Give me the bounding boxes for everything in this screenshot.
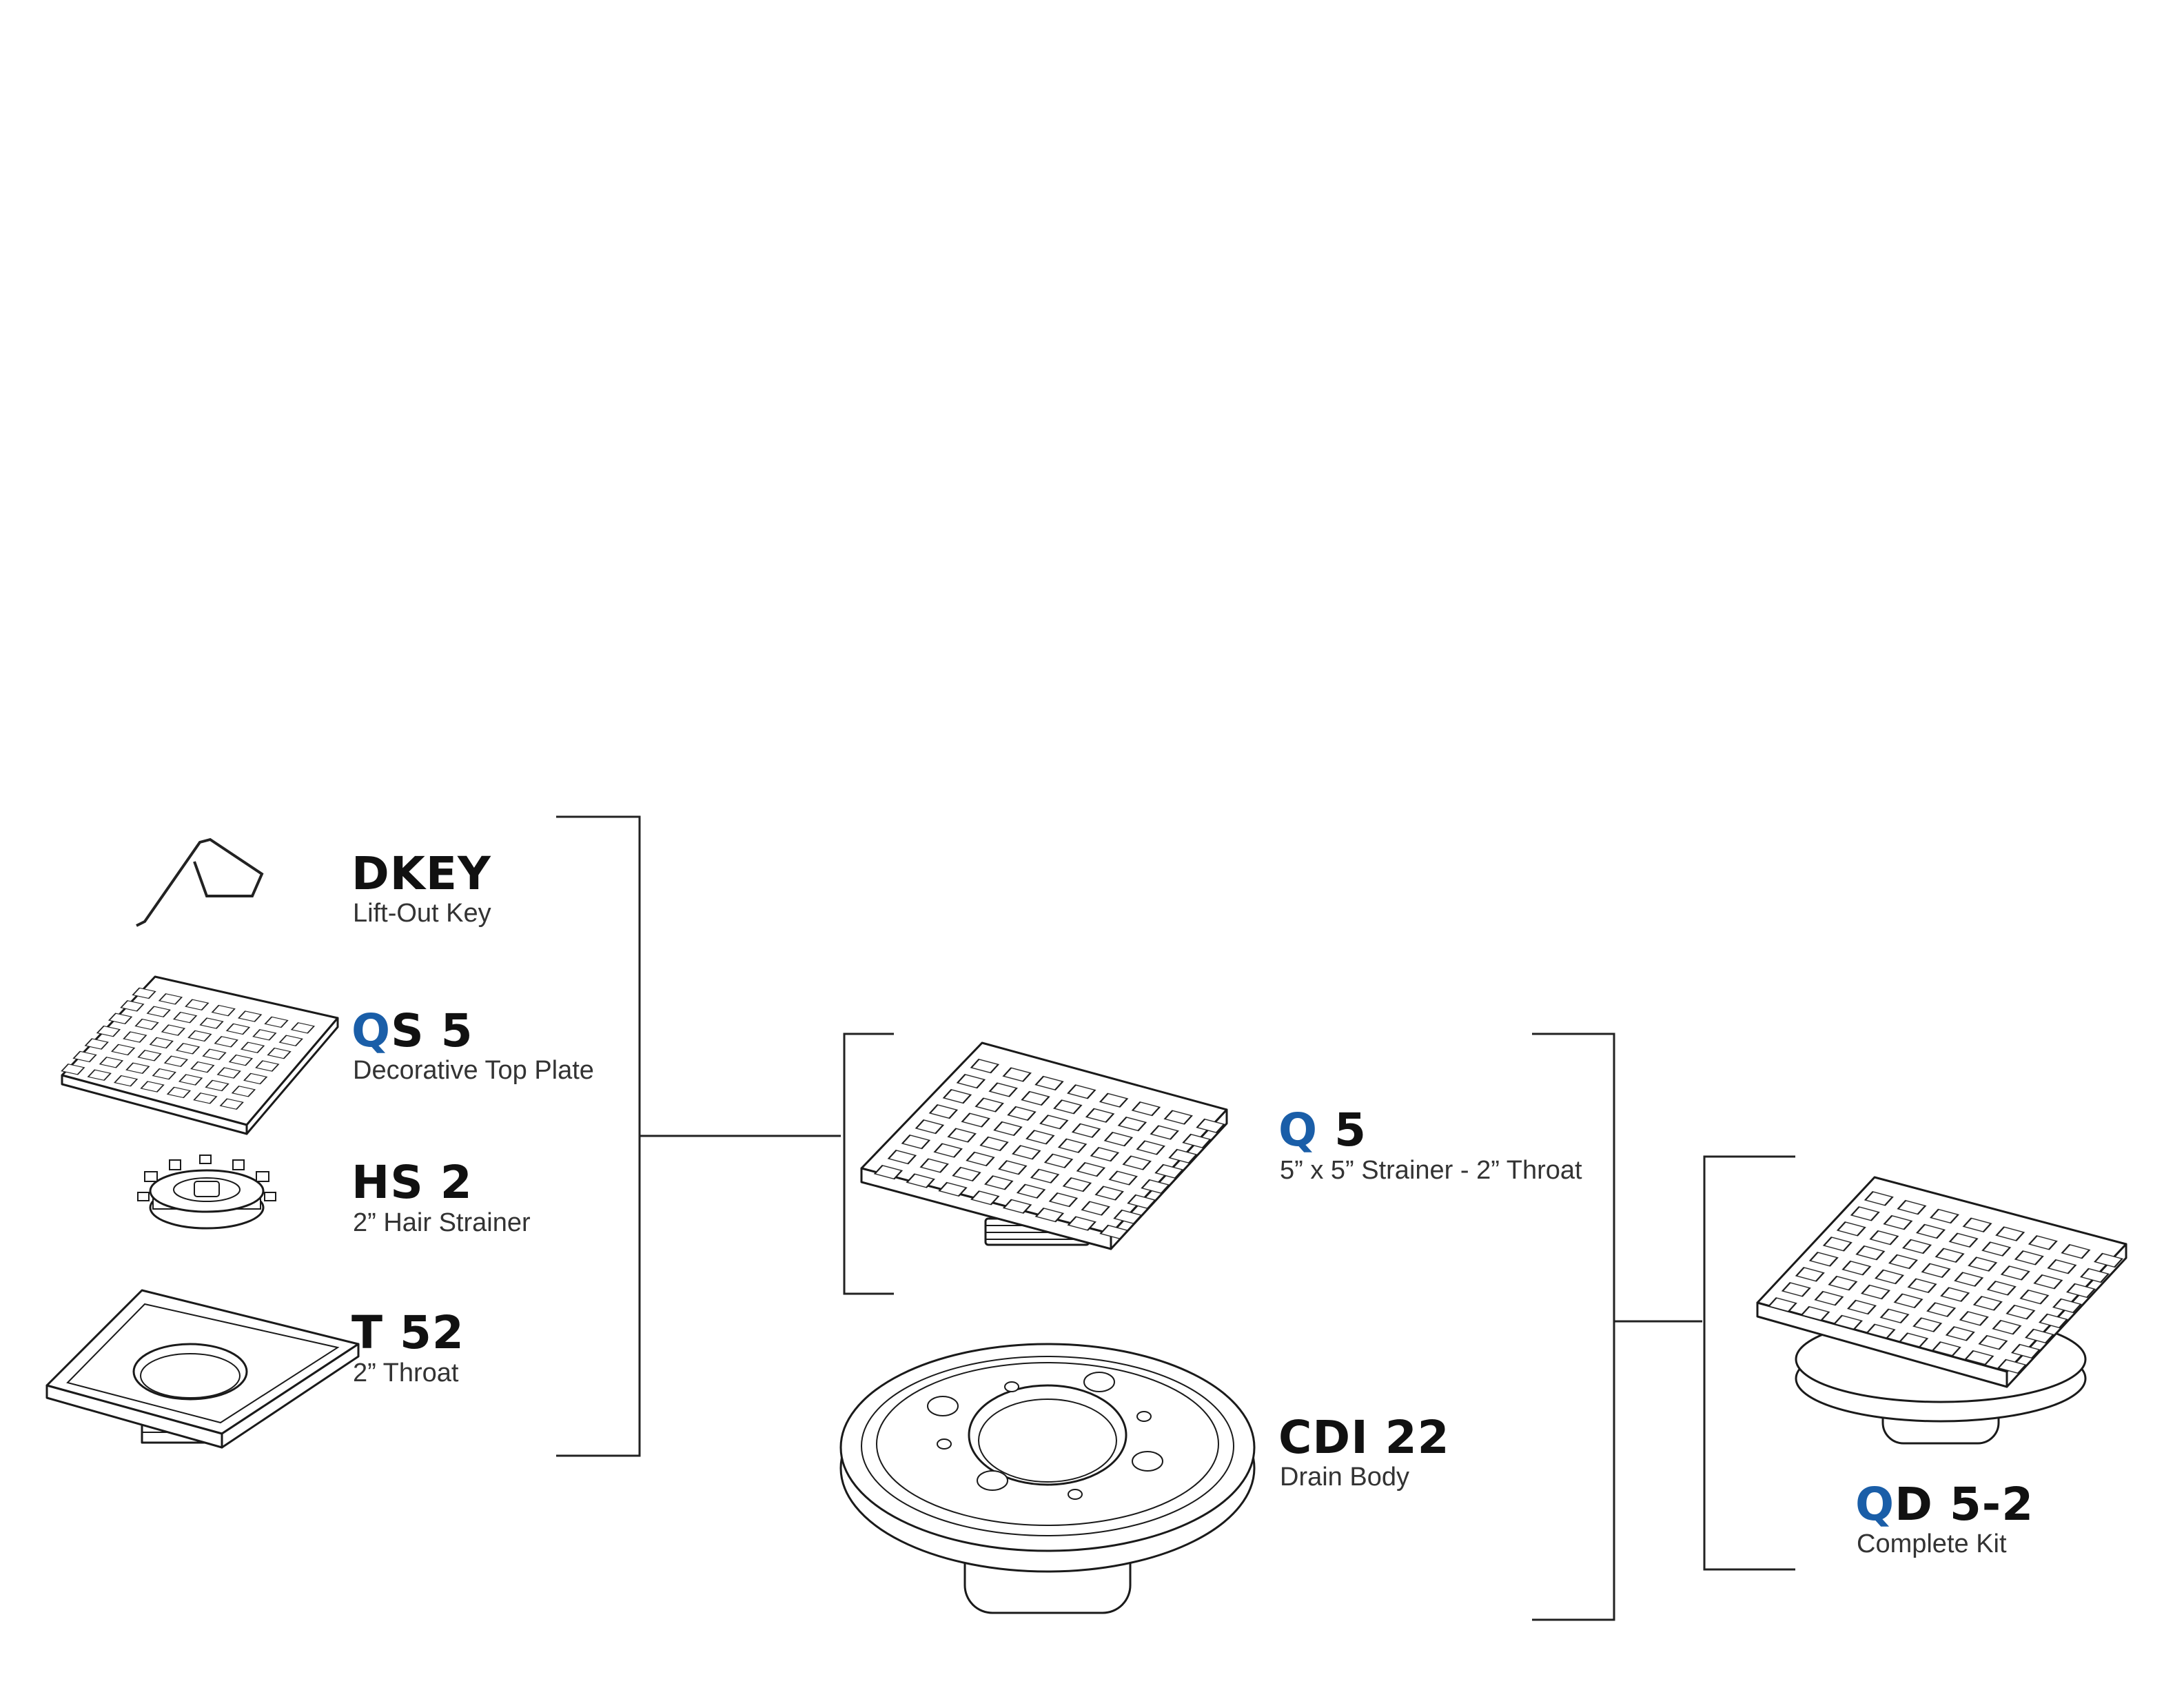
svg-text:CDI 22: CDI 22 — [1278, 1411, 1450, 1464]
assembly-label-q5: Q 5 5” x 5” Strainer - 2” Throat — [1278, 1104, 1582, 1185]
part-label-qs5: QS 5 Decorative Top Plate — [351, 1004, 594, 1085]
part-label-t52: T 52 2” Throat — [351, 1306, 465, 1387]
bracket-kit-left — [1703, 1155, 1795, 1571]
code-rest: HS 2 — [351, 1156, 473, 1209]
complete-kit-icon — [1756, 1176, 2132, 1445]
part-label-dkey: DKEY Lift-Out Key — [351, 847, 491, 928]
svg-text:QD 5-2: QD 5-2 — [1855, 1478, 2034, 1531]
svg-text:DKEY: DKEY — [351, 847, 491, 900]
svg-text:HS 2: HS 2 — [351, 1156, 473, 1209]
top-plate-icon — [53, 975, 339, 1135]
part-label-hs2: HS 2 2” Hair Strainer — [351, 1156, 531, 1237]
description: Lift-Out Key — [353, 899, 491, 928]
svg-text:T 52: T 52 — [351, 1306, 465, 1359]
code-rest: S 5 — [391, 1004, 473, 1057]
code-prefix: Q — [1855, 1478, 1895, 1531]
code-rest: DKEY — [351, 847, 491, 900]
code-prefix: Q — [351, 1004, 391, 1057]
description: Decorative Top Plate — [353, 1056, 594, 1085]
code-rest: 5 — [1318, 1104, 1367, 1157]
description: 2” Throat — [353, 1359, 459, 1387]
description: Drain Body — [1280, 1463, 1409, 1492]
code-rest: D 5-2 — [1895, 1478, 2034, 1531]
bracket-assemblies — [1532, 1033, 1702, 1621]
lift-out-key-icon — [136, 837, 264, 927]
throat-icon — [45, 1289, 360, 1449]
svg-text:Q 5: Q 5 — [1278, 1104, 1367, 1157]
hair-strainer-icon — [137, 1155, 276, 1230]
description: 2” Hair Strainer — [353, 1208, 531, 1237]
description: Complete Kit — [1857, 1529, 2007, 1558]
code-prefix: Q — [1278, 1104, 1318, 1157]
description: 5” x 5” Strainer - 2” Throat — [1280, 1156, 1582, 1185]
code-rest: T 52 — [351, 1306, 465, 1359]
bracket-strainer-left — [843, 1033, 894, 1295]
bracket-parts — [556, 815, 841, 1457]
assembly-label-cdi22: CDI 22 Drain Body — [1278, 1411, 1450, 1492]
code-rest: CDI 22 — [1278, 1411, 1450, 1464]
drain-body-icon — [839, 1343, 1256, 1614]
svg-text:QS 5: QS 5 — [351, 1004, 473, 1057]
strainer-assembly-icon — [860, 1041, 1234, 1250]
kit-label-qd52: QD 5-2 Complete Kit — [1855, 1478, 2034, 1558]
